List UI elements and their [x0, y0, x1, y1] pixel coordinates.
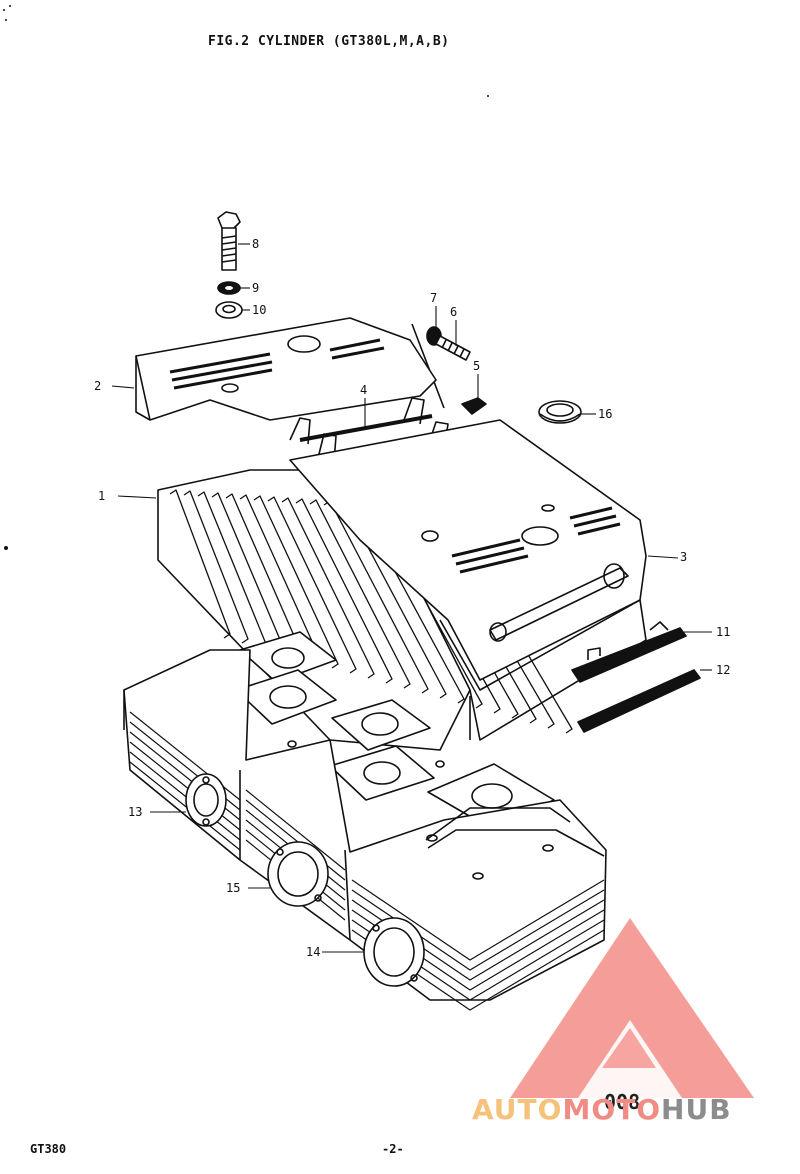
emblem-11: [571, 621, 687, 683]
automotohub-wordmark: AUTOMOTOHUB: [472, 1093, 732, 1126]
exhaust-port-15: [267, 841, 329, 907]
callout-12: 12: [716, 663, 731, 677]
wordmark-moto: MOTO: [562, 1093, 662, 1126]
exhaust-port-14: [363, 917, 425, 987]
callout-9: 9: [252, 281, 260, 295]
callout-7: 7: [430, 291, 438, 305]
automotohub-logo: [510, 918, 754, 1098]
grommet-16: [538, 400, 582, 424]
cylinder-head-cover-3: [289, 419, 647, 741]
callout-15: 15: [226, 881, 241, 895]
footer-model: GT380: [30, 1142, 67, 1156]
washer-10: [215, 301, 243, 319]
bolt-8: [217, 211, 241, 271]
screw-6: [411, 323, 471, 409]
clip-5: [461, 397, 487, 415]
callout-8: 8: [252, 237, 260, 251]
drawing-code-number: 008: [604, 1090, 641, 1114]
footer-page-number: -2-: [382, 1142, 404, 1156]
cylinder-head-cover-2: [135, 317, 437, 421]
figure-title: FIG.2 CYLINDER (GT380L,M,A,B): [208, 34, 450, 49]
wordmark-hub: HUB: [661, 1093, 732, 1126]
callout-4: 4: [360, 383, 368, 397]
callout-13: 13: [128, 805, 143, 819]
wordmark-auto: AUTO: [472, 1093, 563, 1126]
callout-14: 14: [306, 945, 321, 959]
exhaust-port-13: [185, 773, 227, 827]
callout-3: 3: [680, 550, 688, 564]
callout-5: 5: [473, 359, 481, 373]
head-gaskets: [235, 631, 555, 829]
scan-specks: [3, 5, 489, 550]
callout-1: 1: [98, 489, 106, 503]
callout-11: 11: [716, 625, 731, 639]
leader-lines: [111, 243, 712, 953]
emblem-12: [577, 669, 701, 733]
callout-16: 16: [598, 407, 613, 421]
callout-6: 6: [450, 305, 458, 319]
callout-2: 2: [94, 379, 102, 393]
callout-10: 10: [252, 303, 267, 317]
